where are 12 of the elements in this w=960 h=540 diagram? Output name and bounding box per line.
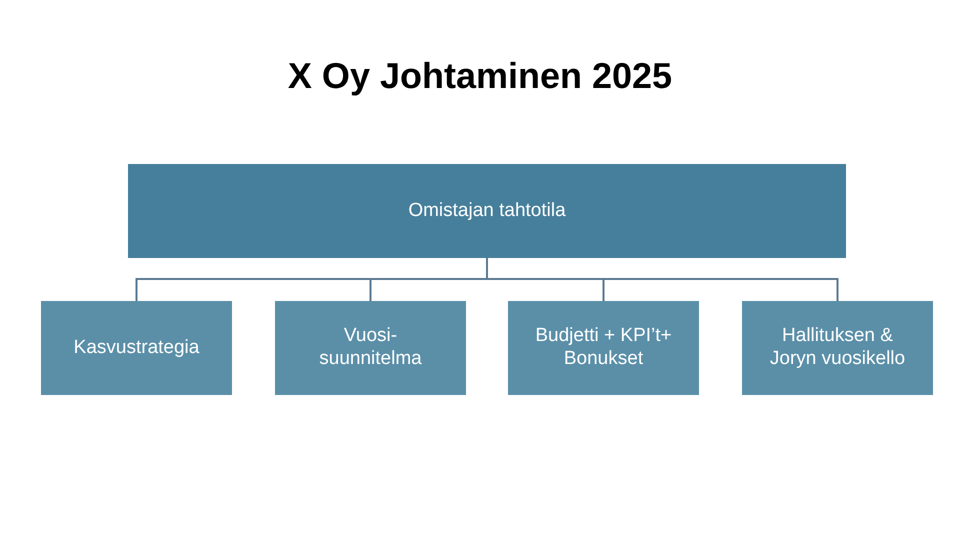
process-box — [508, 301, 699, 395]
process-box — [275, 301, 466, 395]
process-box — [742, 301, 933, 395]
box-label: Budjetti + KPI’t+ Bonukset — [534, 325, 673, 371]
header-box — [128, 164, 846, 258]
box-label: Vuosi- suunnitelma — [318, 325, 423, 371]
connector-line — [486, 258, 838, 301]
box-label: Hallituksen & Joryn vuosikello — [768, 325, 906, 371]
diagram-title: X Oy Johtaminen 2025 — [288, 54, 672, 98]
box-label: Kasvustrategia — [74, 336, 200, 360]
box-label: Omistajan tahtotila — [408, 200, 566, 222]
process-box — [41, 301, 232, 395]
